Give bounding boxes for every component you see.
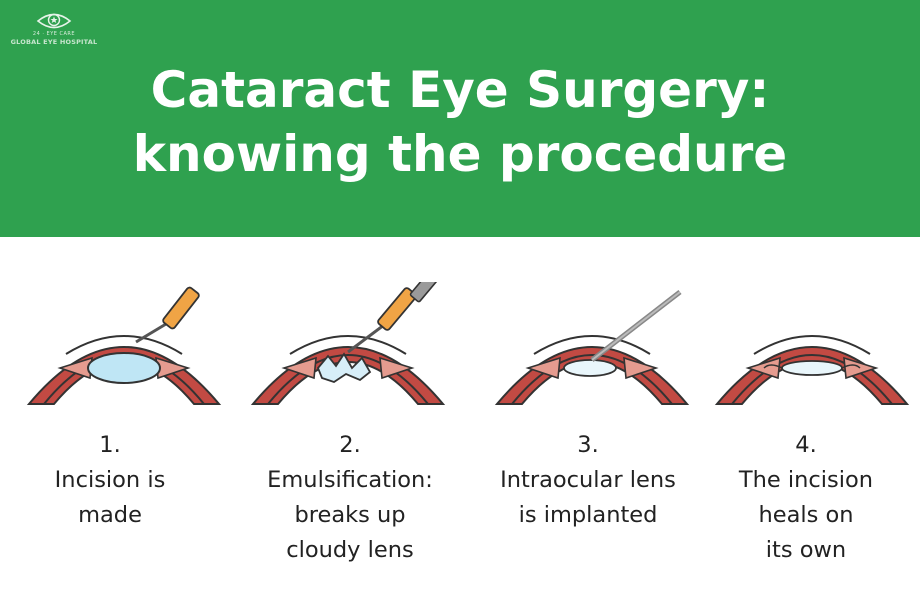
- step-4-caption: 4. The incision heals on its own: [696, 428, 916, 568]
- injector-icon: [590, 290, 682, 362]
- step-4-label: The incision heals on its own: [738, 467, 874, 563]
- step-2-caption: 2. Emulsification: breaks up cloudy lens: [240, 428, 460, 568]
- scalpel-icon: [135, 286, 200, 344]
- eye-cross-section: [250, 335, 446, 405]
- step-3-caption: 3. Intraocular lens is implanted: [478, 428, 698, 533]
- header-banner: 24 · EYE CARE GLOBAL EYE HOSPITAL Catara…: [0, 0, 920, 237]
- step-3-illustration: [494, 290, 690, 405]
- logo-tagline: 24 · EYE CARE: [32, 31, 76, 37]
- step-3-number: 3.: [577, 432, 599, 458]
- step-1-label: Incision is made: [54, 467, 166, 528]
- step-2-number: 2.: [339, 432, 361, 458]
- step-3-label: Intraocular lens is implanted: [500, 467, 676, 528]
- probe-icon: [347, 282, 439, 354]
- step-2-illustration: [250, 282, 446, 405]
- eye-cross-section: [26, 335, 222, 405]
- eye-cross-section: [494, 335, 690, 405]
- step-2-label: Emulsification: breaks up cloudy lens: [267, 467, 433, 563]
- eye-cross-section: [714, 335, 910, 405]
- logo-name: GLOBAL EYE HOSPITAL: [10, 38, 98, 46]
- eye-logo-icon: [36, 13, 72, 29]
- step-1-number: 1.: [99, 432, 121, 458]
- title-line-2: knowing the procedure: [132, 125, 788, 183]
- title-line-1: Cataract Eye Surgery:: [150, 61, 770, 119]
- step-1-illustration: [26, 286, 222, 405]
- step-4-number: 4.: [795, 432, 817, 458]
- step-1-caption: 1. Incision is made: [0, 428, 220, 533]
- page-title: Cataract Eye Surgery: knowing the proced…: [0, 58, 920, 186]
- hospital-logo: 24 · EYE CARE GLOBAL EYE HOSPITAL: [8, 8, 100, 48]
- step-4-illustration: [714, 335, 910, 405]
